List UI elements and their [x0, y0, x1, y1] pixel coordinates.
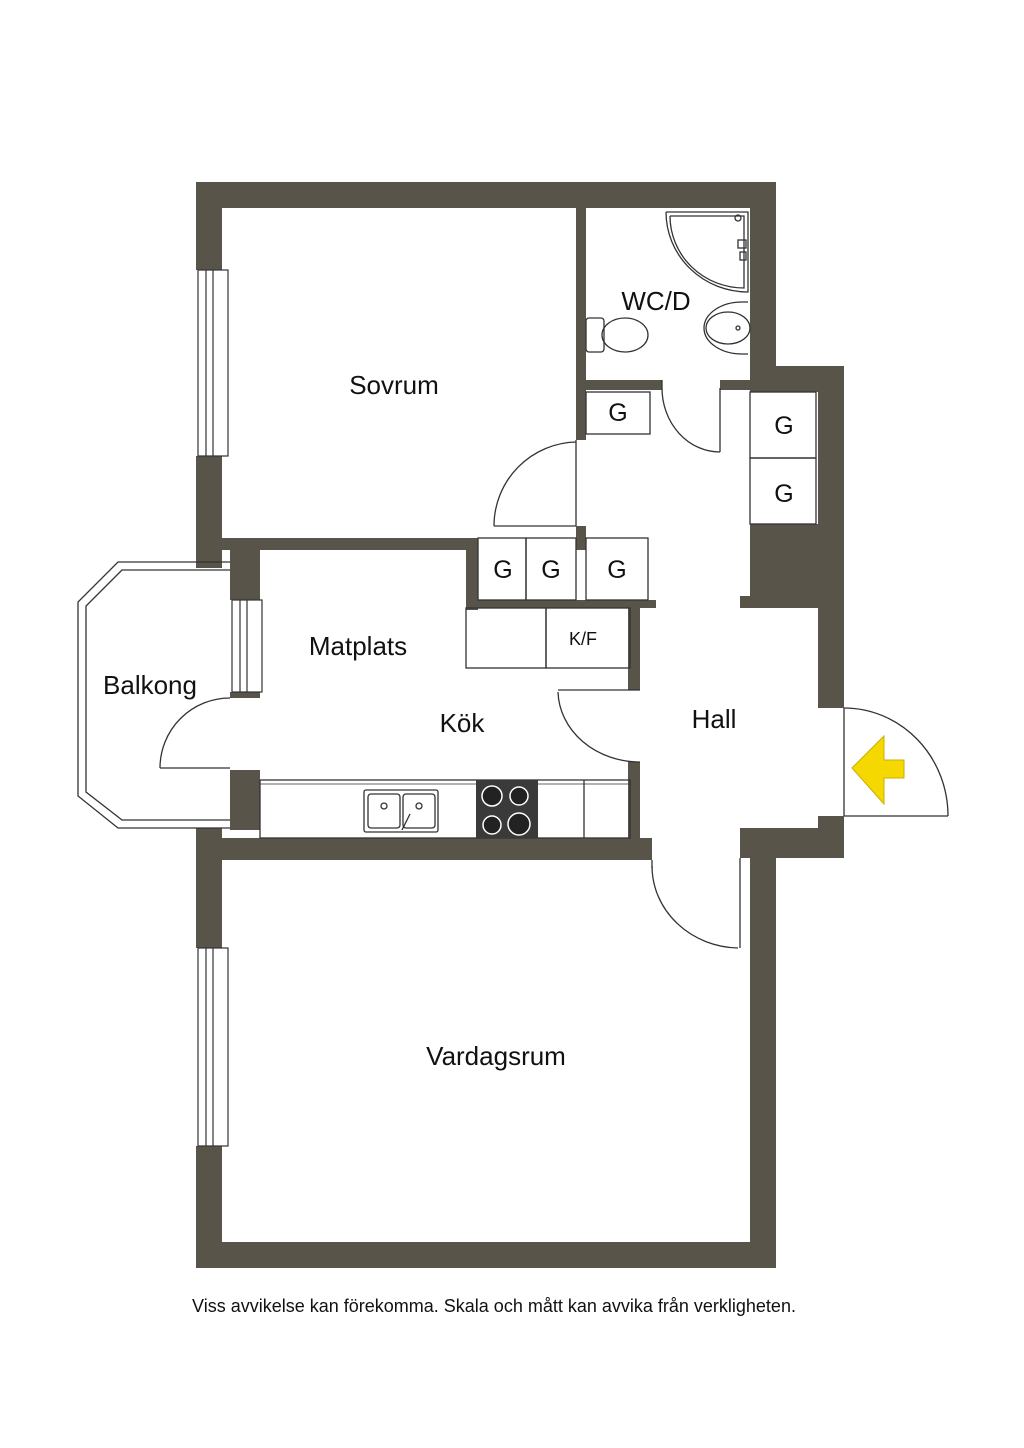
fridge-freezer	[545, 607, 631, 669]
kitchen-cabinet-upper	[465, 607, 547, 669]
kitchen-sink-icon	[363, 789, 439, 833]
window-vardagsrum	[197, 947, 229, 1147]
disclaimer-text: Viss avvikelse kan förekomma. Skala och …	[192, 1296, 796, 1316]
closet-label: G	[774, 412, 793, 440]
room-label-vardagsrum: Vardagsrum	[426, 1041, 566, 1071]
kitchen-counter	[259, 779, 631, 839]
closet-label: G	[774, 480, 793, 508]
closets	[477, 391, 817, 601]
windows	[197, 269, 263, 1147]
washbasin-icon	[703, 301, 751, 355]
closet-label: G	[607, 556, 626, 584]
closet-hall-center	[585, 537, 649, 601]
entrance-arrow-icon	[851, 734, 905, 806]
room-label-balkong: Balkong	[103, 670, 197, 700]
closet-labels: G G G G G G	[493, 399, 793, 584]
toilet-icon	[585, 317, 649, 353]
room-label-kok: Kök	[440, 708, 486, 738]
window-kitchen	[231, 599, 263, 693]
shower-icon	[665, 211, 749, 293]
closet-wc-hall	[585, 391, 651, 435]
stove-icon	[476, 780, 538, 838]
room-label-wc: WC/D	[621, 286, 690, 316]
closet-label: G	[608, 399, 627, 427]
room-labels: Sovrum WC/D Matplats Kök Balkong Hall Va…	[103, 286, 736, 1071]
doors	[493, 380, 949, 949]
closet-kitchen-2	[525, 537, 577, 601]
closet-label: G	[541, 556, 560, 584]
kitchen-units	[259, 607, 631, 839]
balcony	[77, 561, 231, 829]
room-label-sovrum: Sovrum	[349, 370, 439, 400]
walls	[196, 182, 844, 1268]
closet-hall-right-2	[749, 457, 817, 525]
room-label-matplats: Matplats	[309, 631, 407, 661]
fridge-freezer-label: K/F	[569, 629, 597, 649]
window-sovrum	[197, 269, 229, 457]
room-label-hall: Hall	[692, 704, 737, 734]
closet-label: G	[493, 556, 512, 584]
